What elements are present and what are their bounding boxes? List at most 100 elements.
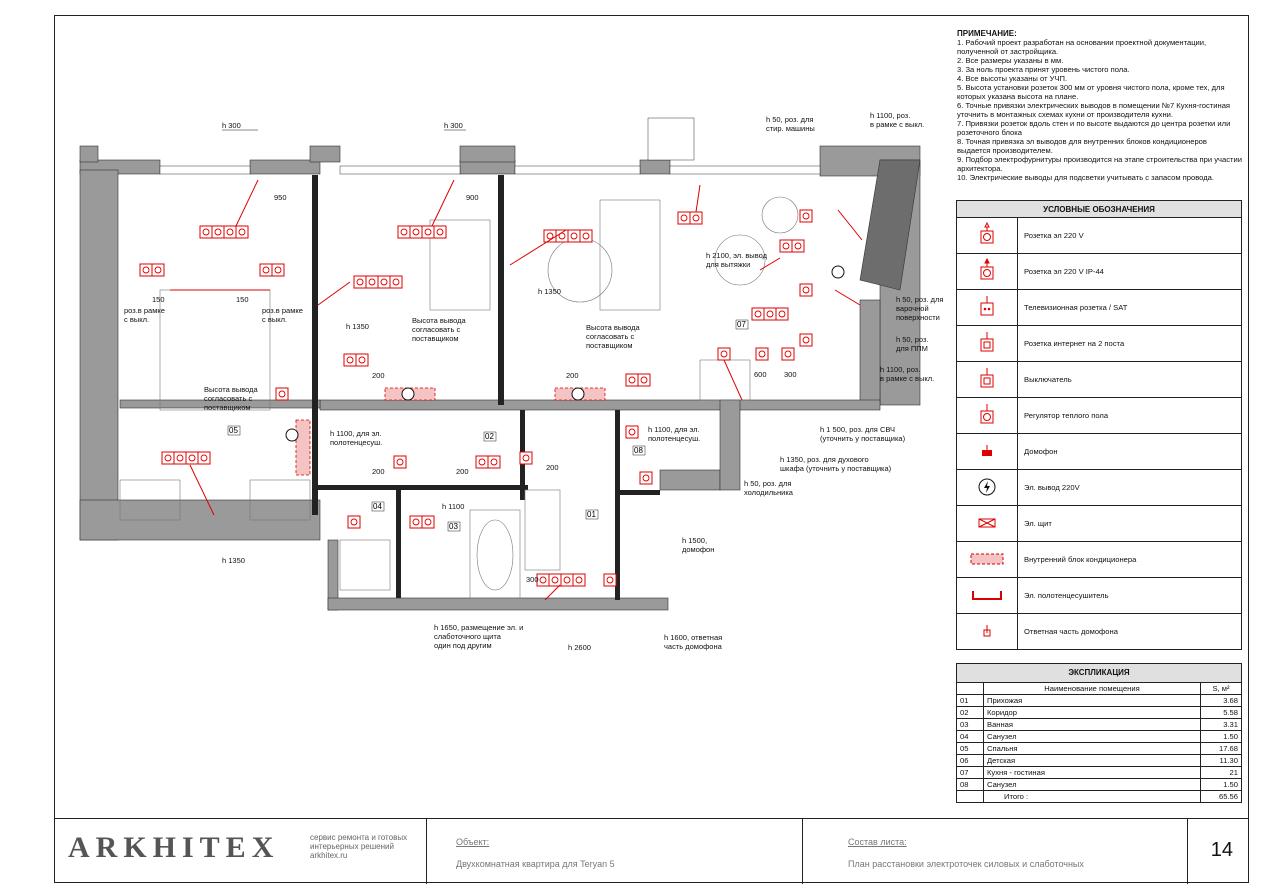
svg-text:слаботочного щита: слаботочного щита <box>434 632 502 641</box>
ac-indoor-unit-icon <box>970 553 1004 564</box>
notes-block: ПРИМЕЧАНИЕ: 1. Рабочий проект разработан… <box>957 29 1242 182</box>
annotations: h 300 h 300 950 900 h 50, роз. длястир. … <box>124 111 943 652</box>
total-label: Итого : <box>983 790 1201 803</box>
room-num: 07 <box>956 766 984 779</box>
note-item: 10. Электрические выводы для подсветки у… <box>957 173 1214 182</box>
note-item: 8. Точная привязка эл выводов для внутре… <box>957 137 1207 155</box>
svg-text:h 300: h 300 <box>222 121 241 130</box>
room-name: Кухня - гостиная <box>983 766 1201 779</box>
windows <box>159 117 821 175</box>
legend-label: Телевизионная розетка / SAT <box>1017 289 1242 326</box>
object-cell: Объект: Двухкомнатная квартира для Terya… <box>426 819 803 884</box>
svg-text:полотенцесуш.: полотенцесуш. <box>330 438 382 447</box>
room-name: Коридор <box>983 706 1201 719</box>
room-area: 1.50 <box>1200 730 1242 743</box>
power-outlet-220v-icon <box>978 478 996 495</box>
room-area: 3.31 <box>1200 718 1242 731</box>
svg-text:h 1100, для эл.: h 1100, для эл. <box>330 429 382 438</box>
svg-text:200: 200 <box>456 467 469 476</box>
legend-label: Эл. вывод 220V <box>1017 469 1242 506</box>
svg-text:200: 200 <box>372 467 385 476</box>
room-08: 08 <box>634 446 643 455</box>
room-num: 02 <box>956 706 984 719</box>
svg-text:h 1350: h 1350 <box>538 287 561 296</box>
svg-text:согласовать с: согласовать с <box>586 332 634 341</box>
legend-label: Регулятор теплого пола <box>1017 397 1242 434</box>
svg-text:поверхности: поверхности <box>896 313 940 322</box>
col-room-name: Наименование помещения <box>983 682 1201 695</box>
room-labels: 05 07 02 08 04 03 01 <box>227 319 749 532</box>
svg-text:h 1100, роз.: h 1100, роз. <box>870 111 910 120</box>
svg-text:950: 950 <box>274 193 287 202</box>
room-07: 07 <box>737 320 746 329</box>
svg-text:h 1500,: h 1500, <box>682 536 707 545</box>
svg-text:Высота вывода: Высота вывода <box>586 323 640 332</box>
svg-text:200: 200 <box>546 463 559 472</box>
legend-label: Розетка эл 220 V <box>1017 217 1242 254</box>
svg-text:поставщиком: поставщиком <box>412 334 459 343</box>
svg-text:h 2600: h 2600 <box>568 643 591 652</box>
note-item: 4. Все высоты указаны от УЧП. <box>957 74 1068 83</box>
svg-text:роз.в рамке: роз.в рамке <box>124 306 165 315</box>
room-num: 06 <box>956 754 984 767</box>
legend-label: Внутренний блок кондиционера <box>1017 541 1242 578</box>
svg-text:h 1100, роз.: h 1100, роз. <box>880 365 920 374</box>
svg-text:h 50, роз. для: h 50, роз. для <box>896 295 943 304</box>
floor-plan-drawing: 05 07 02 08 04 03 01 h 300 h 300 950 900… <box>79 111 943 652</box>
tv-socket-icon <box>980 295 994 315</box>
room-03: 03 <box>449 522 458 531</box>
note-item: 5. Высота установки розеток 300 мм от ур… <box>957 83 1225 101</box>
company-tagline: сервис ремонта и готовых интерьерных реш… <box>310 833 408 860</box>
svg-text:h 1350: h 1350 <box>222 556 245 565</box>
room-name: Прихожая <box>983 694 1201 707</box>
sheet-number: 14 <box>1210 839 1233 861</box>
svg-text:600: 600 <box>754 370 767 379</box>
intercom-receiver-icon <box>983 624 991 636</box>
svg-text:поставщиком: поставщиком <box>586 341 633 350</box>
total-area: 65.56 <box>1200 790 1242 803</box>
socket-ip44-icon <box>980 257 994 279</box>
notes-list: 1. Рабочий проект разработан на основани… <box>957 38 1242 182</box>
notes-title: ПРИМЕЧАНИЕ: <box>957 29 1017 38</box>
room-area: 21 <box>1200 766 1242 779</box>
room-05: 05 <box>229 426 238 435</box>
sheet-value: План расстановки электроточек силовых и … <box>848 859 1084 869</box>
legend-label: Эл. полотенцесушитель <box>1017 577 1242 614</box>
svg-text:один под другим: один под другим <box>434 641 492 650</box>
object-label: Объект: <box>456 837 490 847</box>
svg-text:150: 150 <box>236 295 249 304</box>
svg-text:домофон: домофон <box>682 545 714 554</box>
room-num: 03 <box>956 718 984 731</box>
explication-title: ЭКСПЛИКАЦИЯ <box>956 663 1242 683</box>
note-item: 1. Рабочий проект разработан на основани… <box>957 38 1207 56</box>
sheet-content-cell: Состав листа: План расстановки электрото… <box>802 819 1188 884</box>
svg-text:поставщиком: поставщиком <box>204 403 251 412</box>
legend-label: Розетка интернет на 2 поста <box>1017 325 1242 362</box>
legend-label: Домофон <box>1017 433 1242 470</box>
svg-text:согласовать с: согласовать с <box>412 325 460 334</box>
leader-lines <box>170 179 863 601</box>
svg-text:h 1 500, роз. для СВЧ: h 1 500, роз. для СВЧ <box>820 425 895 434</box>
room-04: 04 <box>373 502 382 511</box>
internet-socket-icon <box>980 331 994 351</box>
room-name: Спальня <box>983 742 1201 755</box>
room-02: 02 <box>485 432 494 441</box>
logo-cell: ARKHITEX сервис ремонта и готовых интерь… <box>54 819 427 884</box>
legend-title: УСЛОВНЫЕ ОБОЗНАЧЕНИЯ <box>956 200 1242 218</box>
socket-220v-icon <box>980 221 994 243</box>
title-block: ARKHITEX сервис ремонта и готовых интерь… <box>54 818 1249 884</box>
floor-heating-regulator-icon <box>980 403 994 423</box>
svg-text:h 1100: h 1100 <box>442 502 464 511</box>
svg-text:холодильника: холодильника <box>744 488 794 497</box>
room-num: 04 <box>956 730 984 743</box>
svg-text:h 1600, ответная: h 1600, ответная <box>664 633 722 642</box>
towel-dryer-icon <box>972 590 1002 600</box>
svg-text:Высота вывода: Высота вывода <box>412 316 466 325</box>
